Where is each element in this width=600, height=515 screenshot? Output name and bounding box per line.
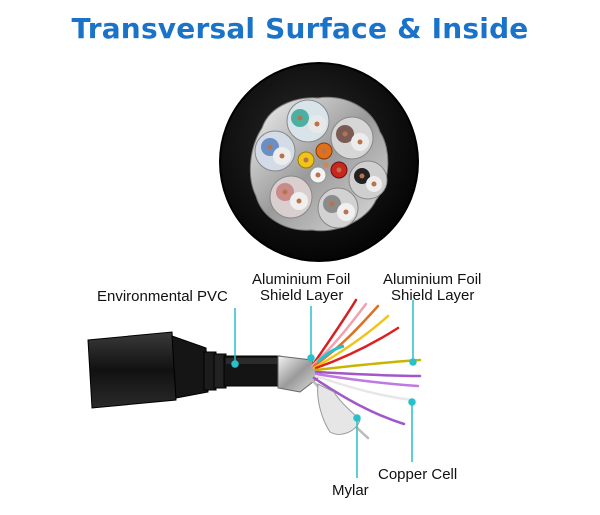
label-foil-shield-right-line1: Aluminium Foil	[383, 271, 482, 288]
label-foil-shield-right: Aluminium Foil Shield Layer	[383, 272, 481, 304]
label-foil-shield-right-line2: Shield Layer	[391, 287, 475, 304]
label-foil-shield-left: Aluminium Foil Shield Layer	[252, 272, 350, 304]
cable-cross-section	[219, 62, 419, 262]
foil-shield	[277, 355, 319, 393]
leader-lines	[231, 300, 417, 478]
label-foil-shield-left-line2: Shield Layer	[260, 287, 344, 304]
plug-body	[87, 331, 177, 409]
mylar-film	[317, 383, 361, 435]
label-environmental-pvc: Environmental PVC	[97, 288, 228, 305]
page-title: Transversal Surface & Inside	[71, 12, 529, 45]
label-copper-cell: Copper Cell	[378, 466, 458, 483]
label-mylar: Mylar	[332, 482, 369, 499]
label-foil-shield-left-line1: Aluminium Foil	[252, 271, 351, 288]
cable-side-view	[87, 298, 422, 440]
